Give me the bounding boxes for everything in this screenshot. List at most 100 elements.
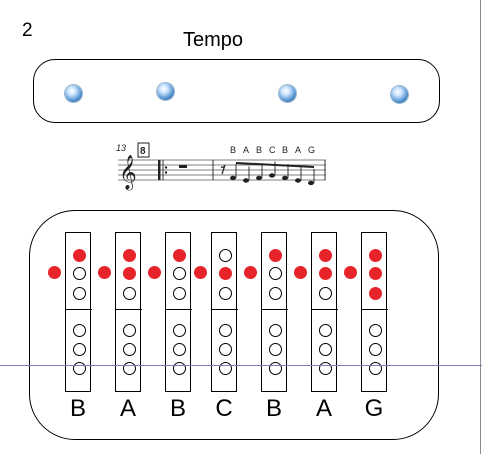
tempo-beat-blue-orb-icon[interactable] xyxy=(391,86,408,103)
score-note-letter: A xyxy=(243,145,249,155)
fingering-chart-4 xyxy=(211,232,238,393)
finger-hole-open xyxy=(73,267,86,280)
whistle-body xyxy=(261,232,288,392)
hand-divider xyxy=(262,309,288,310)
finger-hole-open xyxy=(269,267,282,280)
note-head xyxy=(269,173,275,178)
note-head xyxy=(243,178,249,183)
finger-hole-open xyxy=(269,343,282,356)
tempo-panel xyxy=(33,59,440,123)
score-note-letter: C xyxy=(269,145,276,155)
finger-hole-open xyxy=(173,343,186,356)
whistle-body xyxy=(361,232,388,392)
finger-hole-open xyxy=(369,362,382,375)
fingering-chart-3 xyxy=(165,232,192,393)
whistle-body xyxy=(165,232,192,392)
finger-hole-open xyxy=(369,343,382,356)
finger-hole-open xyxy=(319,324,332,337)
finger-hole-open xyxy=(219,287,232,300)
note-head xyxy=(308,180,314,186)
fingering-chart-2 xyxy=(115,232,142,393)
note-name-label: G xyxy=(364,395,384,422)
thumb-hole-closed xyxy=(244,266,257,279)
whistle-body xyxy=(311,232,338,392)
treble-clef-icon: 𝄞 xyxy=(119,155,137,191)
hand-divider xyxy=(362,309,388,310)
note-head xyxy=(256,175,262,181)
finger-hole-open xyxy=(123,343,136,356)
finger-hole-open xyxy=(173,324,186,337)
finger-hole-closed xyxy=(73,249,86,262)
note-name-label: B xyxy=(265,395,282,422)
fingering-chart-5 xyxy=(261,232,288,393)
finger-hole-open xyxy=(369,324,382,337)
finger-hole-closed xyxy=(173,249,186,262)
slide-edge xyxy=(480,0,481,454)
rest-icon xyxy=(179,165,187,168)
finger-hole-open xyxy=(73,324,86,337)
note-head xyxy=(230,175,236,181)
finger-hole-open xyxy=(123,362,136,375)
thumb-hole-closed xyxy=(98,266,111,279)
tempo-beat-blue-orb-icon[interactable] xyxy=(157,83,174,100)
measure-number: 13 xyxy=(116,143,126,153)
score-note-letter: B xyxy=(230,145,236,155)
finger-hole-closed xyxy=(369,267,382,280)
thumb-hole-closed xyxy=(294,266,307,279)
finger-hole-open xyxy=(123,324,136,337)
hand-divider xyxy=(312,309,338,310)
finger-hole-open xyxy=(269,362,282,375)
finger-hole-open xyxy=(73,287,86,300)
finger-hole-closed xyxy=(319,249,332,262)
staff-lines xyxy=(118,159,326,181)
note-head xyxy=(282,175,288,181)
finger-hole-open xyxy=(219,362,232,375)
guide-line xyxy=(0,365,482,366)
thumb-hole-closed xyxy=(48,266,61,279)
finger-hole-closed xyxy=(269,249,282,262)
finger-hole-closed xyxy=(123,267,136,280)
score-note-letter: G xyxy=(308,145,315,155)
key-box xyxy=(137,142,150,158)
finger-hole-closed xyxy=(369,249,382,262)
note-name-label: A xyxy=(315,395,332,422)
whistle-body xyxy=(211,232,238,392)
finger-hole-open xyxy=(319,343,332,356)
note-head xyxy=(295,178,301,183)
hand-divider xyxy=(116,309,142,310)
note-name-label: B xyxy=(169,395,186,422)
hand-divider xyxy=(66,309,92,310)
thumb-hole-closed xyxy=(344,266,357,279)
tempo-beat-blue-orb-icon[interactable] xyxy=(279,85,296,102)
fingering-chart-6 xyxy=(311,232,338,393)
score-note-letter: B xyxy=(256,145,262,155)
finger-hole-open xyxy=(73,362,86,375)
hand-divider xyxy=(166,309,192,310)
thumb-hole-closed xyxy=(194,266,207,279)
key-box-label: 8 xyxy=(140,146,146,157)
note-name-label: B xyxy=(69,395,86,422)
finger-hole-open xyxy=(319,287,332,300)
finger-hole-closed xyxy=(319,267,332,280)
hand-divider xyxy=(212,309,238,310)
finger-hole-open xyxy=(319,362,332,375)
slide-number: 2 xyxy=(22,20,33,41)
score-note-letter: B xyxy=(282,145,288,155)
finger-hole-open xyxy=(173,362,186,375)
finger-hole-open xyxy=(269,287,282,300)
finger-hole-open xyxy=(123,287,136,300)
finger-hole-open xyxy=(269,324,282,337)
tempo-label: Tempo xyxy=(183,29,244,51)
score-note-letter: A xyxy=(295,145,301,155)
note-beam xyxy=(236,162,314,168)
finger-hole-open xyxy=(73,343,86,356)
whistle-body xyxy=(115,232,142,392)
finger-hole-closed xyxy=(369,287,382,300)
note-name-label: C xyxy=(215,395,233,422)
melody-notes xyxy=(230,161,315,186)
finger-hole-open xyxy=(173,287,186,300)
thumb-hole-closed xyxy=(148,266,161,279)
tempo-beat-blue-orb-icon[interactable] xyxy=(65,85,82,102)
